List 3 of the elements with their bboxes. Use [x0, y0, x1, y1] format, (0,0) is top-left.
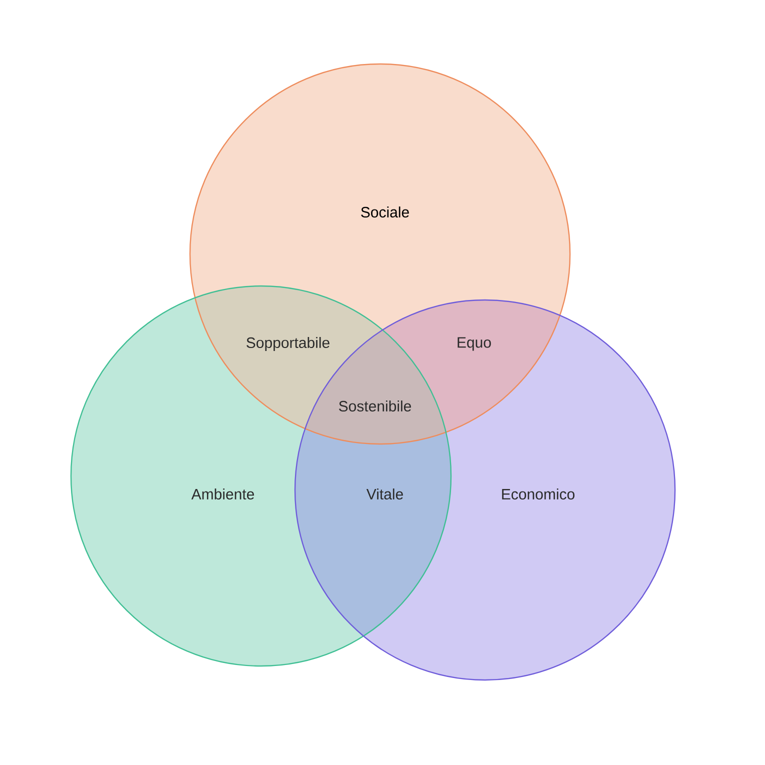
center-label: Sostenibile [339, 400, 411, 412]
overlap-label: Vitale [366, 488, 403, 500]
overlap-label: Equo [458, 337, 491, 351]
